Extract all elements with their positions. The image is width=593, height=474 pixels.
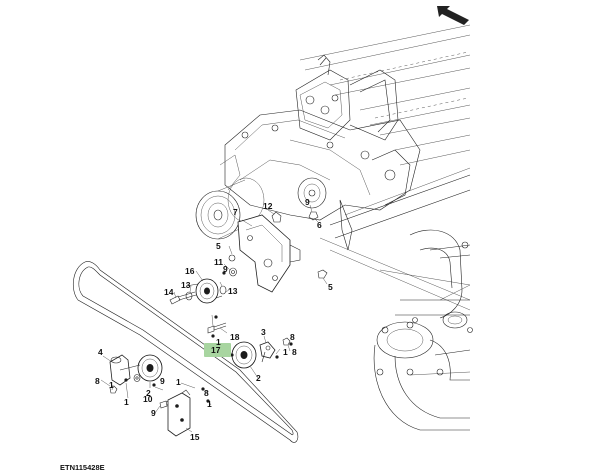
bolt-14 — [169, 291, 197, 305]
callout-6: 6 — [317, 220, 322, 230]
tensioner-arm-3 — [259, 341, 276, 363]
arrow-up-left-icon — [437, 6, 469, 25]
leader-lines — [100, 204, 328, 433]
callout-1-a: 1 — [216, 337, 221, 347]
callout-9-left: 9 — [160, 376, 165, 386]
bracket-7 — [237, 214, 301, 293]
callout-13-a: 13 — [181, 280, 191, 290]
callout-8-c: 8 — [95, 376, 100, 386]
tensioner-arm-4 — [109, 354, 141, 386]
callout-3: 3 — [261, 327, 266, 337]
spacer-13-upper — [219, 285, 227, 295]
washer-9-upper — [229, 267, 237, 277]
nut-6 — [308, 211, 319, 221]
callout-7: 7 — [233, 207, 238, 217]
bolt-18 — [207, 322, 227, 334]
callout-8-b: 8 — [292, 347, 297, 357]
callout-16: 16 — [185, 266, 195, 276]
engine-assembly — [195, 24, 471, 311]
callout-9-mid: 9 — [223, 264, 228, 274]
bolt-12 — [271, 211, 282, 223]
callout-12: 12 — [263, 201, 273, 211]
highlighted-callout-box — [204, 343, 231, 357]
figure-code: ETN115428E — [60, 463, 105, 472]
callout-17: 17 — [211, 345, 221, 355]
callout-5-upper: 5 — [216, 241, 221, 251]
callout-1-e: 1 — [176, 377, 181, 387]
nut-8-left — [109, 385, 118, 394]
callout-8-a: 8 — [290, 332, 295, 342]
callout-1-c: 1 — [109, 380, 114, 390]
callout-14: 14 — [164, 287, 174, 297]
idler-pulley-2-left — [137, 354, 163, 382]
callout-1-d: 1 — [124, 397, 129, 407]
nut-5-lower — [317, 269, 328, 279]
callout-11: 11 — [214, 257, 223, 267]
plate-15 — [167, 389, 191, 437]
callout-13-b: 13 — [228, 286, 238, 296]
callout-2-right: 2 — [256, 373, 261, 383]
idler-pulley-16 — [185, 278, 223, 304]
washer-9-left — [133, 374, 141, 382]
callout-4: 4 — [98, 347, 103, 357]
callout-18: 18 — [230, 332, 240, 342]
nut-8-right — [282, 337, 291, 346]
exhaust-assembly — [373, 229, 473, 431]
callout-15: 15 — [190, 432, 200, 442]
callout-2-left: 2 — [146, 388, 151, 398]
callout-10: 10 — [143, 394, 153, 404]
callout-1-b: 1 — [283, 347, 288, 357]
callout-8-d: 8 — [204, 388, 209, 398]
nut-5-upper — [228, 254, 236, 262]
callout-9-lower: 9 — [151, 408, 156, 418]
spacer-13-left — [185, 291, 193, 301]
callout-labels: 7 12 9 6 5 16 11 9 13 13 14 5 18 1 17 3 … — [95, 197, 333, 442]
fastener-dots — [124, 271, 293, 403]
callout-9-upper: 9 — [305, 197, 310, 207]
drive-belt — [72, 261, 299, 443]
idler-pulley-2-right — [231, 341, 257, 369]
callout-1-f: 1 — [207, 399, 212, 409]
callout-5-lower: 5 — [328, 282, 333, 292]
